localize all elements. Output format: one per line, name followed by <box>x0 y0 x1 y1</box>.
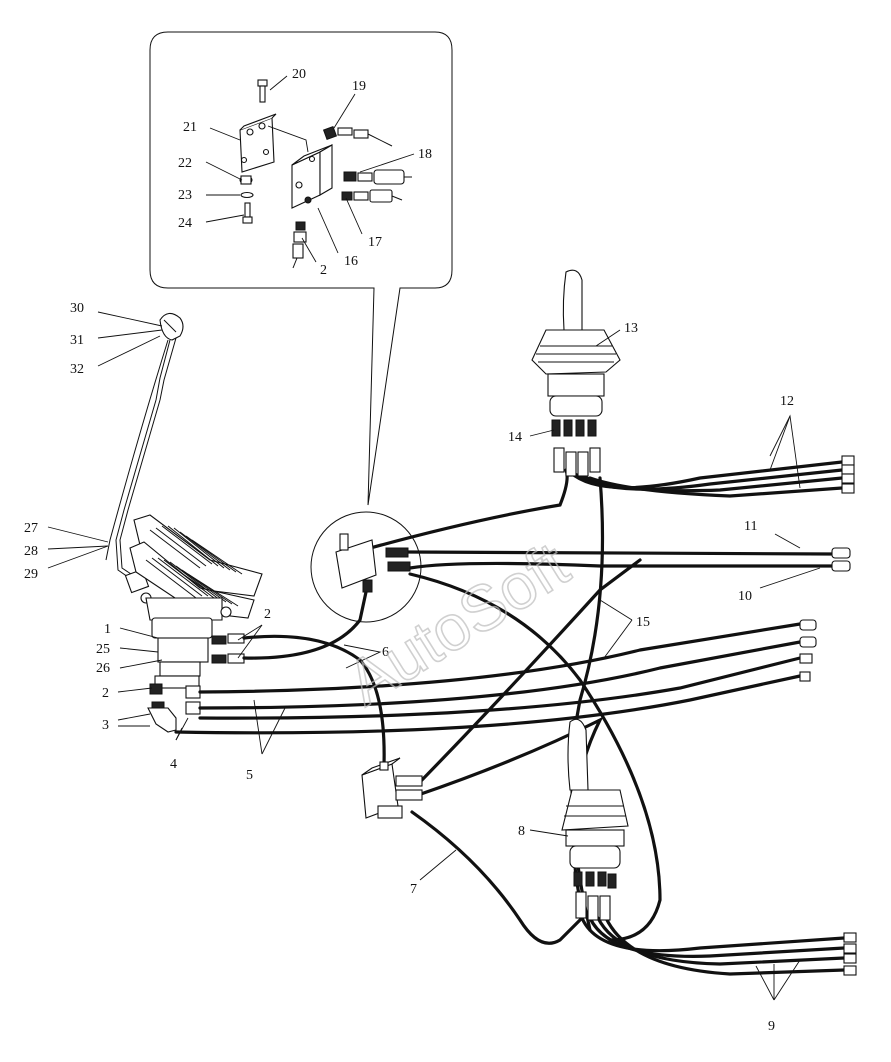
callout-9: 9 <box>768 1019 775 1034</box>
callout-29: 29 <box>24 567 38 582</box>
joystick-8 <box>529 718 629 921</box>
callout-18: 18 <box>418 147 432 162</box>
shuttle-valve-lower <box>361 757 423 819</box>
fitting-18 <box>343 169 412 185</box>
plate-21 <box>239 113 277 173</box>
joystick-13 <box>529 269 621 477</box>
shuttle-valve-upper <box>335 533 411 593</box>
callout-15: 15 <box>636 615 650 630</box>
callout-14: 14 <box>508 430 522 445</box>
pedal-assembly <box>129 514 263 621</box>
callout-25: 25 <box>96 642 110 657</box>
nut-22 <box>239 175 253 185</box>
callout-31: 31 <box>70 333 84 348</box>
callout-3: 3 <box>102 718 109 733</box>
callout-26: 26 <box>96 661 110 676</box>
pilot-valve-1 <box>117 617 227 741</box>
bolt-24 <box>242 202 253 224</box>
hoses <box>174 460 846 976</box>
leader-lines <box>253 414 821 1001</box>
callout-23: 23 <box>178 188 192 203</box>
callout-27: 27 <box>24 521 38 536</box>
callout-17: 17 <box>368 235 382 250</box>
callout-11: 11 <box>744 519 757 534</box>
callout-5: 5 <box>246 768 253 783</box>
callout-21: 21 <box>183 120 197 135</box>
callout-2-upper: 2 <box>264 607 271 622</box>
callout-2-inset: 2 <box>320 263 327 278</box>
callout-24: 24 <box>178 216 192 231</box>
callout-10: 10 <box>738 589 752 604</box>
detail-inset <box>149 31 453 506</box>
callout-1: 1 <box>104 622 111 637</box>
callout-28: 28 <box>24 544 38 559</box>
callout-2-lower: 2 <box>102 686 109 701</box>
callout-16: 16 <box>344 254 358 269</box>
valve-block-16 <box>291 144 333 209</box>
callout-7: 7 <box>410 882 417 897</box>
callout-12: 12 <box>780 394 794 409</box>
callout-13: 13 <box>624 321 638 336</box>
hose-ends-right <box>799 455 857 976</box>
fitting-19 <box>322 125 393 147</box>
washer-23 <box>240 191 254 199</box>
callout-4: 4 <box>170 757 177 772</box>
callout-labels: 20 19 21 18 22 23 24 17 16 2 30 31 32 13… <box>24 67 794 1034</box>
fitting-2-inset <box>292 221 307 269</box>
callout-19: 19 <box>352 79 366 94</box>
callout-20: 20 <box>292 67 306 82</box>
callout-8: 8 <box>518 824 525 839</box>
callout-32: 32 <box>70 362 84 377</box>
callout-30: 30 <box>70 301 84 316</box>
callout-22: 22 <box>178 156 192 171</box>
bolt-20 <box>257 79 268 103</box>
fitting-17 <box>341 189 403 203</box>
callout-6: 6 <box>382 645 389 660</box>
